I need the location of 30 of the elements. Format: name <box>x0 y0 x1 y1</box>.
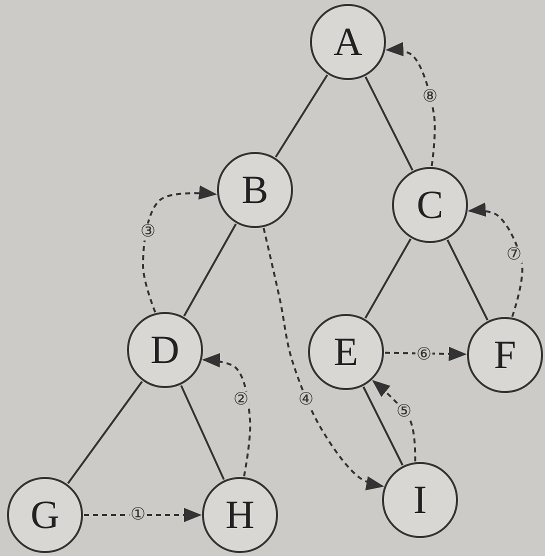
thread-arrow <box>202 353 252 476</box>
edge-label: ⑦ <box>505 246 523 264</box>
thread-arrow <box>385 42 436 166</box>
thread-arrow <box>142 185 217 313</box>
edge-label: ③ <box>139 224 157 240</box>
tree-branch-line <box>183 224 237 316</box>
node-label: A <box>334 22 362 62</box>
tree-branch-line <box>364 76 414 171</box>
node-label: G <box>30 495 60 535</box>
node-label: F <box>494 335 516 375</box>
tree-branch-line <box>364 238 412 319</box>
node-label: H <box>226 495 254 535</box>
node-label: B <box>242 170 268 210</box>
thread-arrow <box>372 380 416 462</box>
thread-arrow <box>468 202 524 317</box>
edge-label: ⑤ <box>395 404 413 420</box>
thread-arrow <box>262 228 384 490</box>
node-label: D <box>150 330 180 370</box>
tree-branch-line <box>274 74 328 158</box>
tree-branch-line <box>446 239 488 321</box>
node-label: I <box>413 480 427 520</box>
edge-label: ⑧ <box>421 88 439 106</box>
tree-branch-line <box>180 385 225 480</box>
node-label: C <box>416 185 444 225</box>
thread-arrow <box>384 346 467 362</box>
node-label: E <box>334 332 358 372</box>
edge-label: ④ <box>297 392 315 408</box>
thread-arrow <box>84 508 202 522</box>
tree-branch-line <box>362 386 404 466</box>
tree-branch-line <box>67 380 143 484</box>
